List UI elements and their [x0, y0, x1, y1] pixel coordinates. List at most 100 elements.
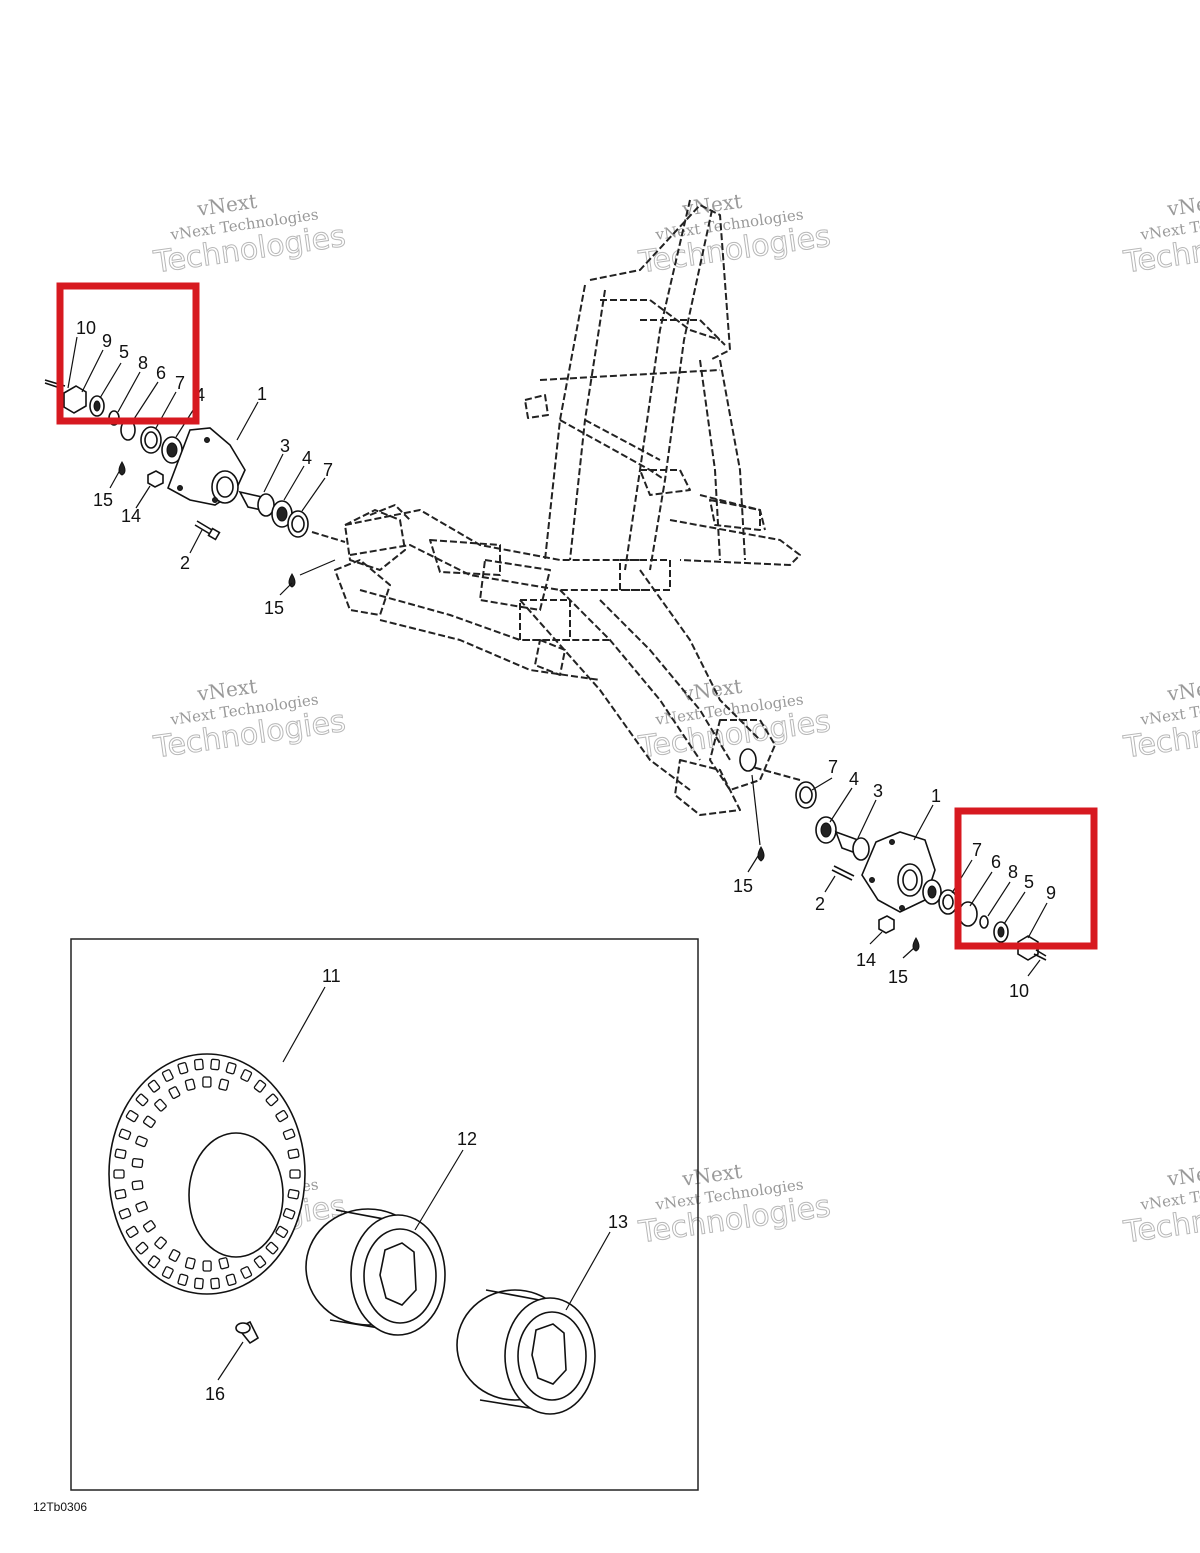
callout-label: 14	[121, 506, 141, 526]
watermark-text: vNext	[1165, 1159, 1200, 1191]
tire-tread-block	[168, 1249, 181, 1262]
callout-label: 8	[1008, 862, 1018, 882]
vehicle-frame	[334, 199, 801, 816]
callout-label: 13	[608, 1212, 628, 1232]
tire-tread-block	[135, 1093, 149, 1107]
tire-tread-block	[218, 1257, 230, 1270]
tire-tread-block	[114, 1188, 127, 1200]
tire-tread-block	[184, 1257, 196, 1270]
callout-label: 11	[322, 966, 341, 986]
callout-label: 14	[856, 950, 876, 970]
callout-label: 9	[1046, 883, 1056, 903]
wheel-inset-frame	[70, 938, 699, 1491]
inset-leader-lines	[217, 986, 611, 1381]
tire-tread-block	[193, 1277, 204, 1290]
left-hub-assembly	[44, 379, 346, 588]
tire-tread-block	[210, 1277, 221, 1290]
tire-tread-block	[147, 1079, 161, 1093]
watermark-group: vNext vNext Technologies Technologies vN…	[151, 189, 1200, 1251]
watermark-text: vNext	[1165, 674, 1200, 706]
callout-label: 1	[257, 384, 267, 404]
wheel-stud	[831, 865, 855, 881]
tire-tread-block	[225, 1061, 237, 1075]
callout-label: 15	[888, 967, 908, 987]
callout-label: 15	[733, 876, 753, 896]
grease-drop-icon	[118, 461, 126, 476]
callout-label: 5	[119, 342, 129, 362]
tire-tread-block	[202, 1076, 212, 1088]
spacer	[979, 915, 989, 929]
tire-tread-block	[125, 1225, 139, 1239]
diagram-reference-code: 12Tb0306	[33, 1500, 88, 1514]
callout-label: 4	[302, 448, 312, 468]
tire-tread-block	[177, 1273, 189, 1287]
tire-tread-block	[168, 1086, 181, 1100]
tire-tread-block	[118, 1128, 132, 1141]
tire-tread-block	[202, 1260, 212, 1272]
callout-label: 1	[931, 786, 941, 806]
grease-drop-icon	[757, 846, 765, 862]
tire-tread-block	[275, 1109, 289, 1123]
tire-tread-block	[131, 1180, 144, 1191]
tire-tread-block	[131, 1157, 144, 1169]
castle-nut	[63, 385, 87, 414]
callout-label: 15	[93, 490, 113, 510]
grease-drop-icon	[912, 937, 920, 952]
tire-tread-block	[253, 1255, 267, 1269]
callout-label: 16	[205, 1384, 225, 1404]
tire-tread-block	[265, 1093, 279, 1107]
wheel-hub	[861, 831, 936, 913]
rim-rear	[456, 1289, 596, 1415]
cotter-pin	[1033, 949, 1047, 961]
tire-tread-block	[161, 1069, 174, 1082]
tire	[108, 1053, 306, 1295]
callout-label: 5	[1024, 872, 1034, 892]
tire-tread-block	[142, 1220, 156, 1233]
watermark-text: vNext	[1165, 189, 1200, 221]
tire-tread-block	[240, 1069, 253, 1082]
tire-tread-block	[184, 1078, 196, 1091]
valve-stem	[235, 1320, 260, 1345]
tire-tread-block	[154, 1236, 167, 1250]
callout-label: 9	[102, 331, 112, 351]
callout-label: 6	[156, 363, 166, 383]
callout-label: 12	[457, 1129, 477, 1149]
tire-tread-block	[275, 1225, 289, 1239]
tire-tread-block	[218, 1078, 230, 1091]
left-leader-lines	[67, 336, 336, 596]
tire-tread-block	[265, 1241, 279, 1255]
callout-label: 6	[991, 852, 1001, 872]
tire-tread-block	[142, 1115, 156, 1129]
right-hub-assembly	[739, 748, 1047, 961]
callout-label: 2	[180, 553, 190, 573]
tire-tread-block	[193, 1058, 204, 1071]
inset-callout-labels: 11 12 13 16	[205, 966, 628, 1404]
tire-tread-block	[118, 1207, 132, 1220]
wheel-nut	[147, 470, 164, 488]
wheel-nut	[878, 915, 895, 934]
callout-label: 2	[815, 894, 825, 914]
callout-label: 10	[76, 318, 96, 338]
left-callout-labels: 10 9 5 8 6 7 4 1 3 4 7 15 14 2 15	[76, 318, 333, 618]
highlight-box-right	[954, 807, 1098, 950]
tire-tread-block	[147, 1255, 161, 1269]
callout-label: 8	[138, 353, 148, 373]
tire-tread-block	[287, 1188, 300, 1200]
callout-label: 7	[323, 460, 333, 480]
callout-label: 4	[849, 769, 859, 789]
callout-label: 10	[1009, 981, 1029, 1001]
tire-tread-block	[225, 1273, 237, 1287]
tire-tread-block	[253, 1079, 267, 1093]
right-leader-lines	[747, 774, 1048, 977]
callout-label: 3	[873, 781, 883, 801]
callout-label: 15	[264, 598, 284, 618]
callout-label: 3	[280, 436, 290, 456]
tire-tread-block	[114, 1148, 127, 1160]
highlight-box-left	[56, 282, 200, 425]
callout-label: 4	[195, 385, 205, 405]
tire-tread-block	[210, 1058, 221, 1071]
callout-label: 7	[972, 840, 982, 860]
tire-tread-block	[135, 1135, 148, 1148]
callout-label: 7	[828, 757, 838, 777]
